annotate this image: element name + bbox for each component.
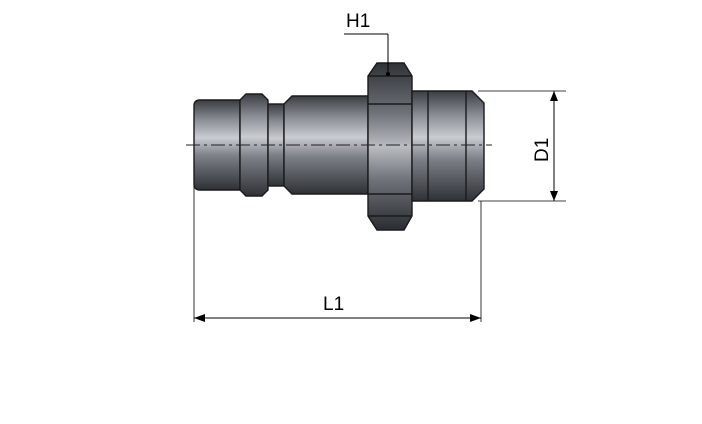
dimension-l1: L1	[193, 186, 482, 322]
dimension-label-h1: H1	[346, 11, 370, 32]
dimension-d1: D1	[478, 90, 566, 202]
coupling-plug-body	[186, 62, 492, 231]
dimension-label-d1: D1	[532, 138, 553, 162]
hex-nut	[367, 62, 413, 231]
dimension-label-l1: L1	[323, 294, 344, 315]
dimension-h1: H1	[344, 11, 390, 76]
male-thread	[411, 90, 485, 202]
